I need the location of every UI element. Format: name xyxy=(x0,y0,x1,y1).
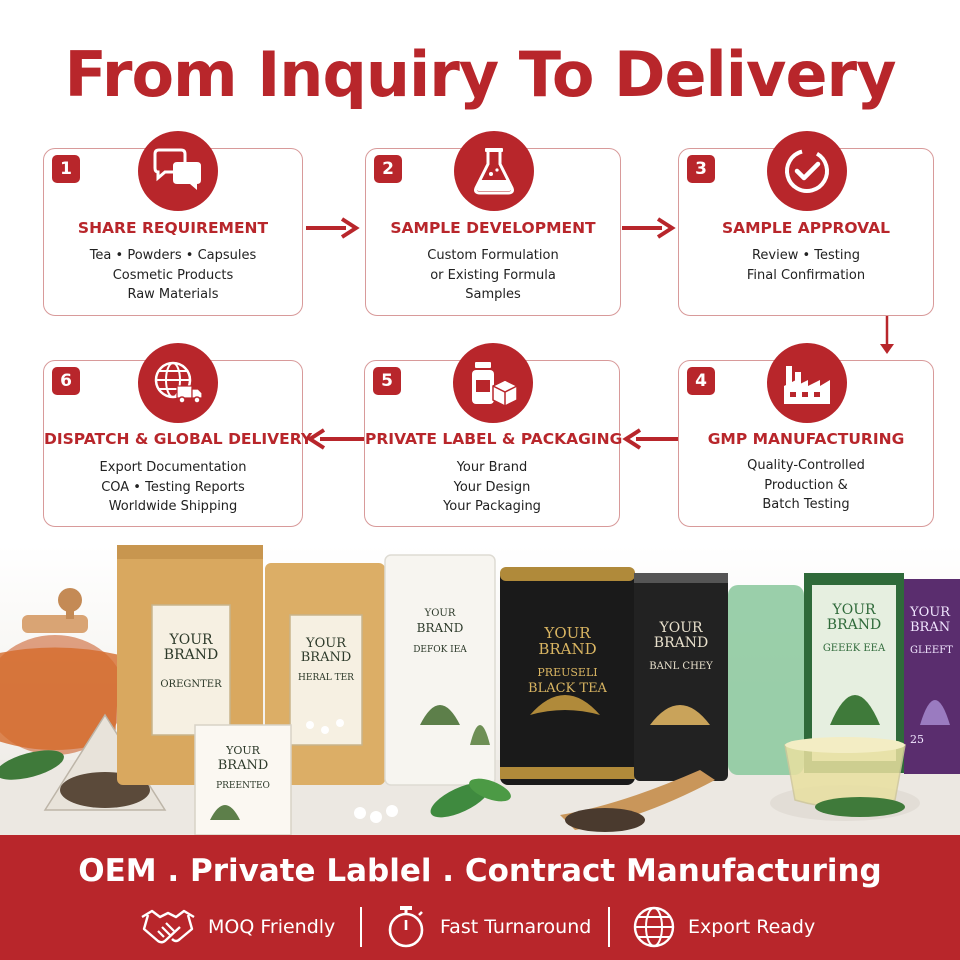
package-label: BRAND xyxy=(826,617,882,633)
step-line: COA • Testing Reports xyxy=(101,479,245,495)
step-number: 1 xyxy=(52,155,80,183)
step-title: SAMPLE APPROVAL xyxy=(721,219,891,237)
arrow-left-icon xyxy=(306,428,364,450)
step-line: Worldwide Shipping xyxy=(108,499,238,514)
package-label: YOUR xyxy=(424,608,456,619)
package-label: BLACK TEA xyxy=(528,681,607,696)
step-card-5: 5 PRIVATE LABEL & PACKAGING Your Brand Y… xyxy=(364,343,623,527)
banner-title: OEM . Private Lablel . Contract Manufact… xyxy=(78,853,882,889)
step-line: Quality-Controlled xyxy=(747,458,865,473)
step-line: Batch Testing xyxy=(762,497,850,512)
divider xyxy=(608,907,610,947)
step-line: or Existing Formula xyxy=(430,267,556,283)
arrow-down-icon xyxy=(880,316,894,354)
step-number: 4 xyxy=(687,367,715,395)
jar-and-box-icon xyxy=(453,343,533,423)
package-label: 25 xyxy=(910,733,924,746)
package-label: OREGNTER xyxy=(160,679,222,690)
package-label: BRAND xyxy=(416,621,464,635)
step-line: Raw Materials xyxy=(127,287,219,302)
step-card-4: 4 GMP MANUFACTURING Quality-Controlled P… xyxy=(678,343,934,527)
arrow-right-icon xyxy=(622,217,676,239)
package-label: YOUR xyxy=(169,632,213,648)
step-number: 3 xyxy=(687,155,715,183)
step-number: 2 xyxy=(374,155,402,183)
step-line: Your Design xyxy=(453,479,531,495)
globe-truck-icon xyxy=(138,343,218,423)
package-label: BRAND xyxy=(163,647,219,663)
arrow-right-icon xyxy=(306,217,360,239)
step-title: GMP MANUFACTURING xyxy=(707,430,905,448)
package-label: BANL CHEY xyxy=(649,661,713,672)
arrow-left-icon xyxy=(622,428,678,450)
package-label: BRAN xyxy=(910,620,951,635)
package-label: BRAND xyxy=(217,758,269,773)
feature-label: Export Ready xyxy=(688,916,816,938)
step-line: Tea • Powders • Capsules xyxy=(89,248,257,263)
package-label: BRAND xyxy=(538,640,597,658)
package-label: YOUR xyxy=(306,636,346,651)
step-number: 5 xyxy=(373,367,401,395)
step-number: 6 xyxy=(52,367,80,395)
package-label: YOUR xyxy=(832,602,876,618)
package-label: BRAND xyxy=(653,635,709,651)
step-title: SAMPLE DEVELOPMENT xyxy=(390,219,596,237)
product-illustration xyxy=(0,545,960,835)
globe-icon xyxy=(633,906,675,948)
factory-icon xyxy=(767,343,847,423)
flask-icon xyxy=(454,131,534,211)
step-title: PRIVATE LABEL & PACKAGING xyxy=(365,430,623,448)
feature-moq-friendly: MOQ Friendly xyxy=(140,905,335,949)
package-label: YOUR xyxy=(659,620,703,636)
step-card-6: 6 DISPATCH & GLOBAL DELIVERY Export Docu… xyxy=(43,343,313,527)
step-line: Final Confirmation xyxy=(746,267,866,283)
step-title: SHARE REQUIREMENT xyxy=(77,219,269,237)
step-line: Your Packaging xyxy=(443,499,541,514)
feature-fast-turnaround: Fast Turnaround xyxy=(384,905,591,949)
package-label: GLEEFT xyxy=(910,645,953,656)
package-label: BRAND xyxy=(300,650,352,665)
package-label: GEEEK EEA xyxy=(822,643,886,654)
product-showcase: YOUR BRAND OREGNTER YOUR BRAND HERAL TER… xyxy=(0,545,960,835)
package-label: HERAL TER xyxy=(298,673,354,683)
teapot-image xyxy=(0,588,125,755)
step-card-2: 2 SAMPLE DEVELOPMENT Custom Formulation … xyxy=(365,131,621,316)
package-label: YOUR xyxy=(544,624,591,642)
step-card-3: 3 SAMPLE APPROVAL Review • Testing Final… xyxy=(678,131,934,316)
step-line: Production & xyxy=(764,477,848,493)
divider xyxy=(360,907,362,947)
stopwatch-icon xyxy=(388,906,424,948)
step-line: Your Brand xyxy=(456,460,528,475)
step-line: Export Documentation xyxy=(99,460,247,475)
feature-label: MOQ Friendly xyxy=(208,916,336,938)
chat-bubbles-icon xyxy=(138,131,218,211)
package-label: YOUR xyxy=(226,744,260,757)
handshake-icon xyxy=(141,909,195,944)
step-card-1: 1 SHARE REQUIREMENT Tea • Powders • Caps… xyxy=(43,131,303,316)
package-label: PREENTEO xyxy=(216,781,270,791)
step-line: Review • Testing xyxy=(751,248,861,263)
feature-export-ready: Export Ready xyxy=(632,905,815,949)
package-label: YOUR xyxy=(910,605,950,620)
package-label: DEFOK IEA xyxy=(413,645,467,655)
step-line: Cosmetic Products xyxy=(112,267,234,283)
check-circle-icon xyxy=(767,131,847,211)
page-title: From Inquiry To Delivery xyxy=(64,38,896,111)
bottom-banner: OEM . Private Lablel . Contract Manufact… xyxy=(0,835,960,960)
feature-label: Fast Turnaround xyxy=(440,916,592,938)
step-title: DISPATCH & GLOBAL DELIVERY xyxy=(44,430,313,448)
package-label: PREUSELI xyxy=(537,666,598,679)
step-line: Samples xyxy=(465,287,521,302)
step-line: Custom Formulation xyxy=(427,248,559,263)
